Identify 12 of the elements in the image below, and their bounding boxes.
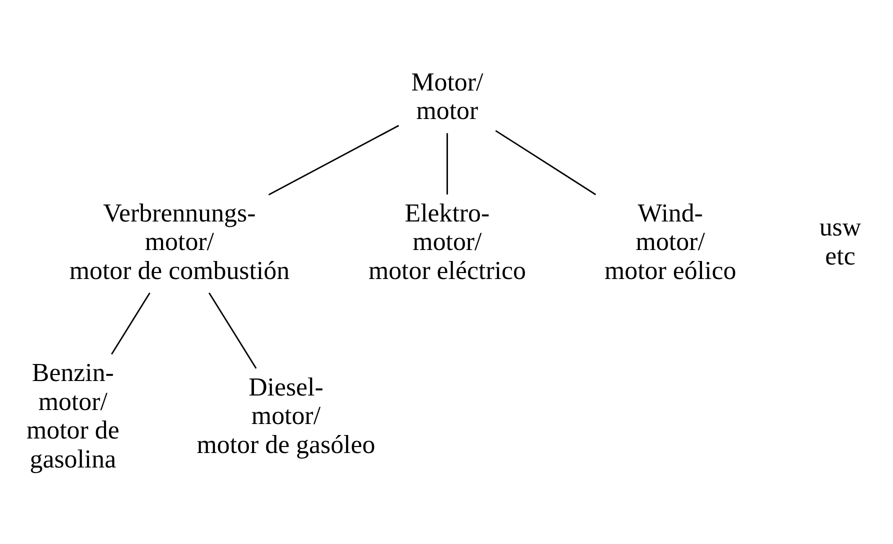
node-text: Diesel- motor/ motor de gasóleo [196,372,376,459]
connector [495,130,596,195]
connector [268,124,400,195]
node-text: Verbrennungs- motor/ motor de combustión [69,198,290,284]
label: usw etc [819,212,862,270]
node-text: Benzin- motor/ motor de gasolina [26,358,120,473]
connector [208,292,257,368]
connector [446,132,448,194]
node-text: Wind- motor/ motor eólico [604,198,736,284]
node-text: Elektro- motor/ motor eléctrico [368,198,526,284]
node-text: Motor/ motor [411,66,484,125]
connector [111,292,150,354]
